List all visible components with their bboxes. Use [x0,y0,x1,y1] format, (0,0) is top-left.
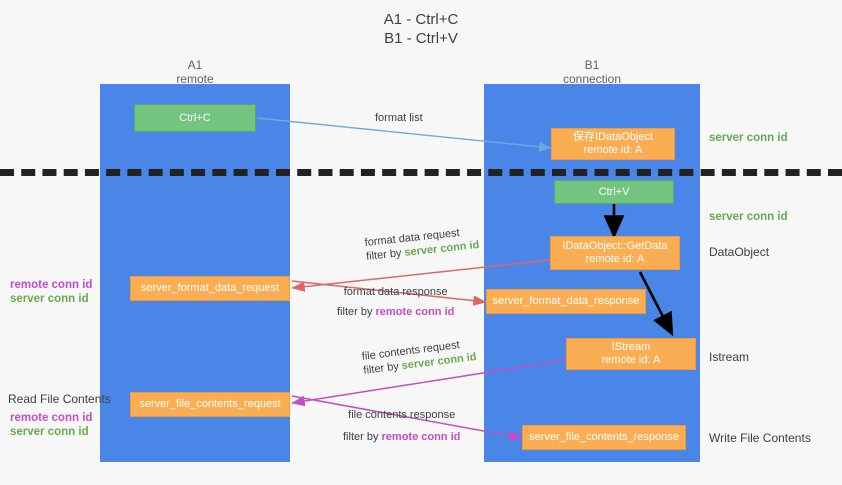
edge-label-file-contents-response: file contents response filter by remote … [343,408,460,444]
node-ctrl-v-label: Ctrl+V [598,185,630,198]
label-read-file-contents: Read File Contents [8,392,111,406]
edge-label-format-data-request: format data request filter by server con… [364,224,480,264]
column-b1-name: B1 [584,58,600,72]
label-server-conn-id-mid: server conn id [709,211,788,223]
node-istream-line1: IStream [611,341,651,353]
edge-label-format-list: format list [375,112,423,124]
node-save-idataobject-line2: remote id: A [583,144,643,156]
node-ctrl-c[interactable]: Ctrl+C [134,104,256,132]
column-b1-sub: connection [562,72,622,86]
title-line-2: B1 - Ctrl+V [384,30,458,47]
edge-file-contents-request-filter-prefix: filter by [362,360,403,377]
edge-format-data-request-filter-prefix: filter by [365,246,406,263]
node-ctrl-c-label: Ctrl+C [179,111,211,124]
edge-format-data-response-filter-value: remote conn id [375,306,455,318]
edge-file-contents-response-line1: file contents response [348,409,456,421]
node-istream[interactable]: IStream remote id: A [566,338,696,370]
edge-format-data-response-line1: format data response [343,286,448,298]
node-ctrl-v[interactable]: Ctrl+V [554,180,674,204]
diagram-title: A1 - Ctrl+C B1 - Ctrl+V [0,10,842,48]
node-server-file-contents-request-label: server_file_contents_request [139,398,281,410]
edge-label-format-data-response: format data response filter by remote co… [337,285,454,319]
node-save-idataobject-line1: 保存IDataObject [572,131,654,143]
edge-format-data-response-filter-prefix: filter by [337,306,376,318]
node-save-idataobject[interactable]: 保存IDataObject remote id: A [551,128,675,160]
column-a1-name: A1 [187,58,203,72]
node-idataobject-getdata[interactable]: IDataObject::GetData remote id: A [550,236,680,270]
node-server-file-contents-request[interactable]: server_file_contents_request [130,392,290,417]
phase-divider [0,169,842,176]
node-server-format-data-response[interactable]: server_format_data_response [486,289,646,314]
label-format-remote-conn-id: remote conn id [10,279,93,291]
label-format-server-conn-id: server conn id [10,293,89,305]
label-server-conn-id-top: server conn id [709,132,788,144]
edge-file-contents-response-filter-prefix: filter by [343,431,382,443]
label-write-file-contents: Write File Contents [709,431,811,445]
edge-format-data-response-filter: filter by remote conn id [337,305,454,319]
column-a1-sub: remote [176,72,214,86]
edge-label-file-contents-request: file contents request filter by server c… [361,336,477,378]
node-server-file-contents-response[interactable]: server_file_contents_response [522,425,686,450]
node-getdata-line1: IDataObject::GetData [562,240,668,252]
node-istream-line2: remote id: A [601,354,661,366]
node-getdata-line2: remote id: A [585,253,645,265]
node-server-format-data-response-label: server_format_data_response [492,295,640,307]
label-dataobject: DataObject [709,245,770,259]
label-file-server-conn-id: server conn id [10,426,89,438]
label-format-conn-ids: remote conn id server conn id [10,278,92,306]
label-istream: Istream [709,350,750,364]
title-line-1: A1 - Ctrl+C [383,11,459,28]
column-header-a1: A1 remote [100,58,290,86]
label-file-conn-ids: remote conn id server conn id [10,411,92,439]
node-server-file-contents-response-label: server_file_contents_response [529,431,679,443]
node-server-format-data-request[interactable]: server_format_data_request [130,276,290,301]
node-server-format-data-request-label: server_format_data_request [140,282,280,294]
label-file-remote-conn-id: remote conn id [10,412,93,424]
edge-file-contents-response-filter-value: remote conn id [381,431,461,443]
column-header-b1: B1 connection [484,58,700,86]
edge-file-contents-response-filter: filter by remote conn id [343,430,460,444]
